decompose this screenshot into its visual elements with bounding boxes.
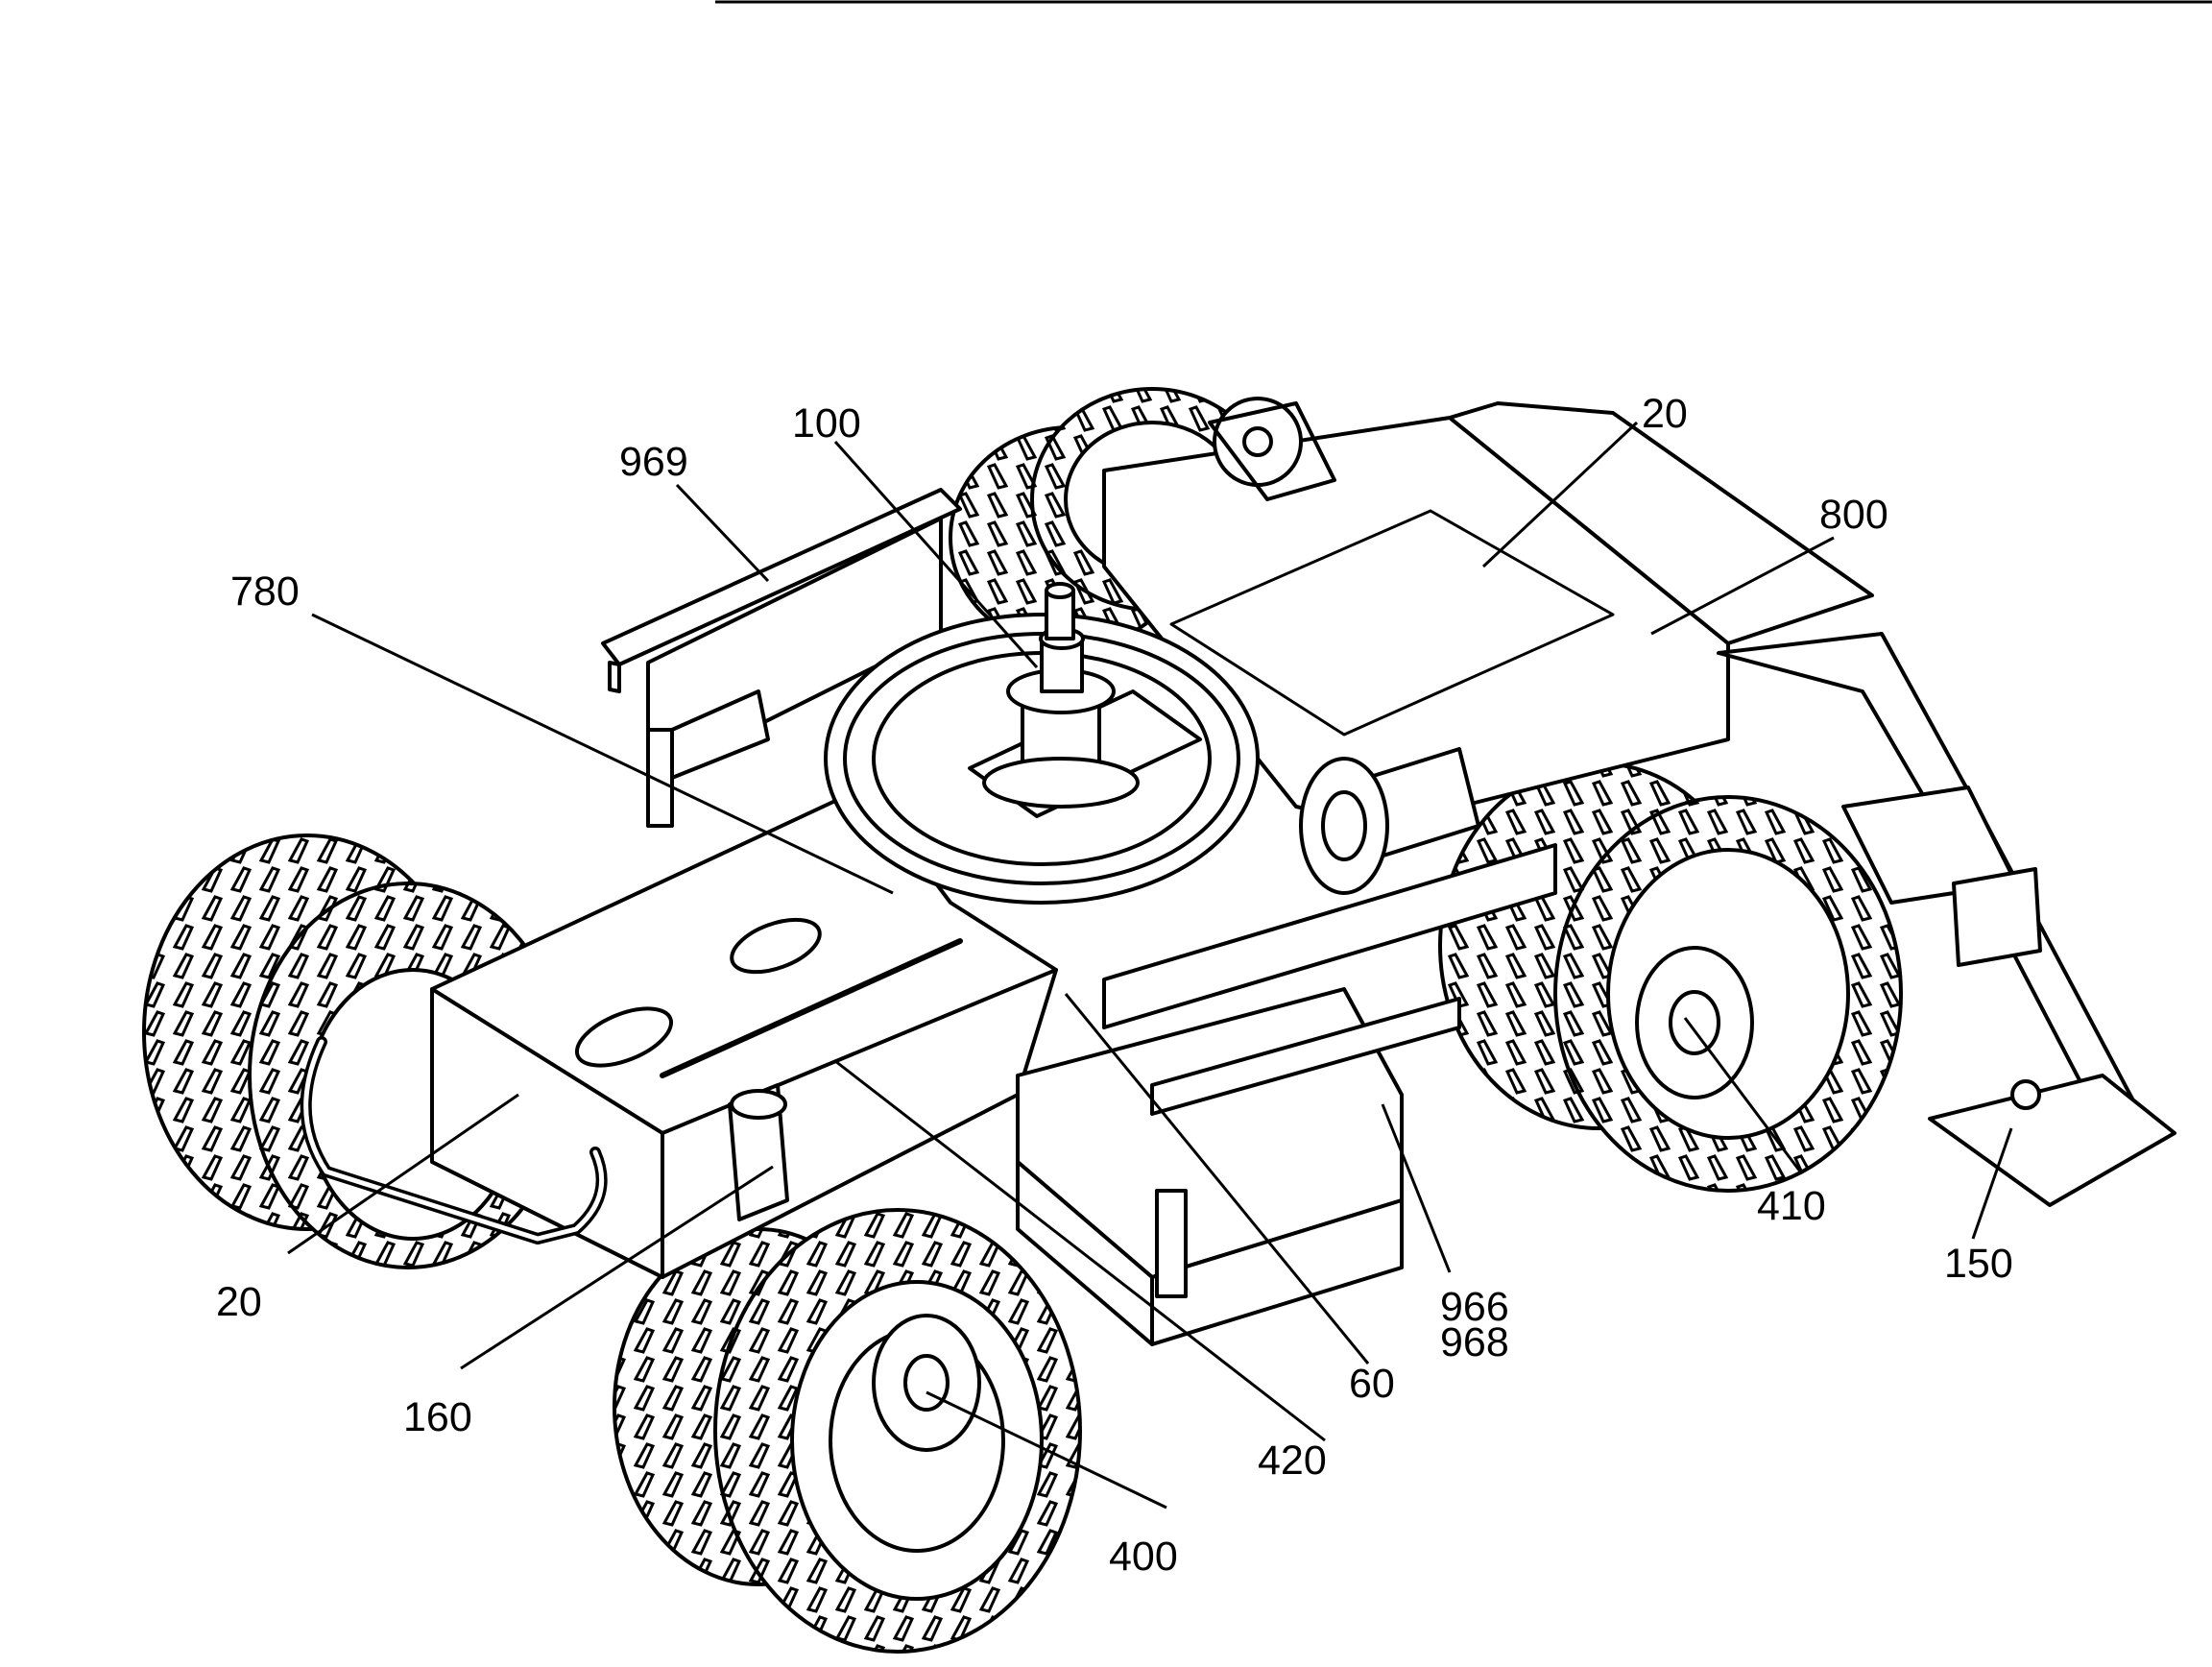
callout-800: 800	[1819, 492, 1888, 538]
callout-400: 400	[1109, 1534, 1178, 1580]
callout-100: 100	[792, 400, 861, 447]
callout-160: 160	[403, 1394, 472, 1440]
callout-969: 969	[619, 439, 688, 485]
callout-20-left: 20	[216, 1279, 262, 1325]
callout-60: 60	[1349, 1361, 1395, 1407]
callout-410: 410	[1757, 1183, 1826, 1229]
leader-lines	[287, 421, 2013, 1510]
callout-968: 968	[1440, 1319, 1509, 1365]
steering-cylinder	[728, 1083, 789, 1221]
rear-frame	[601, 397, 2176, 1207]
hub-410	[1635, 946, 1754, 1099]
callout-20-top: 20	[1642, 391, 1688, 437]
center-joint	[982, 582, 1140, 809]
callout-780: 780	[230, 568, 300, 615]
rear-axle	[1102, 747, 1557, 1029]
side-box	[1016, 987, 1461, 1346]
front-chassis	[300, 785, 1058, 1279]
front-tyre-pair	[613, 1208, 1082, 1654]
callout-420: 420	[1258, 1437, 1327, 1484]
hub-400	[872, 1314, 981, 1452]
callout-966: 966	[1440, 1284, 1509, 1330]
callout-150: 150	[1944, 1241, 2013, 1287]
callout-labels: 969 100 20 800 780 20 160 420 60 966 968…	[216, 391, 2013, 1580]
